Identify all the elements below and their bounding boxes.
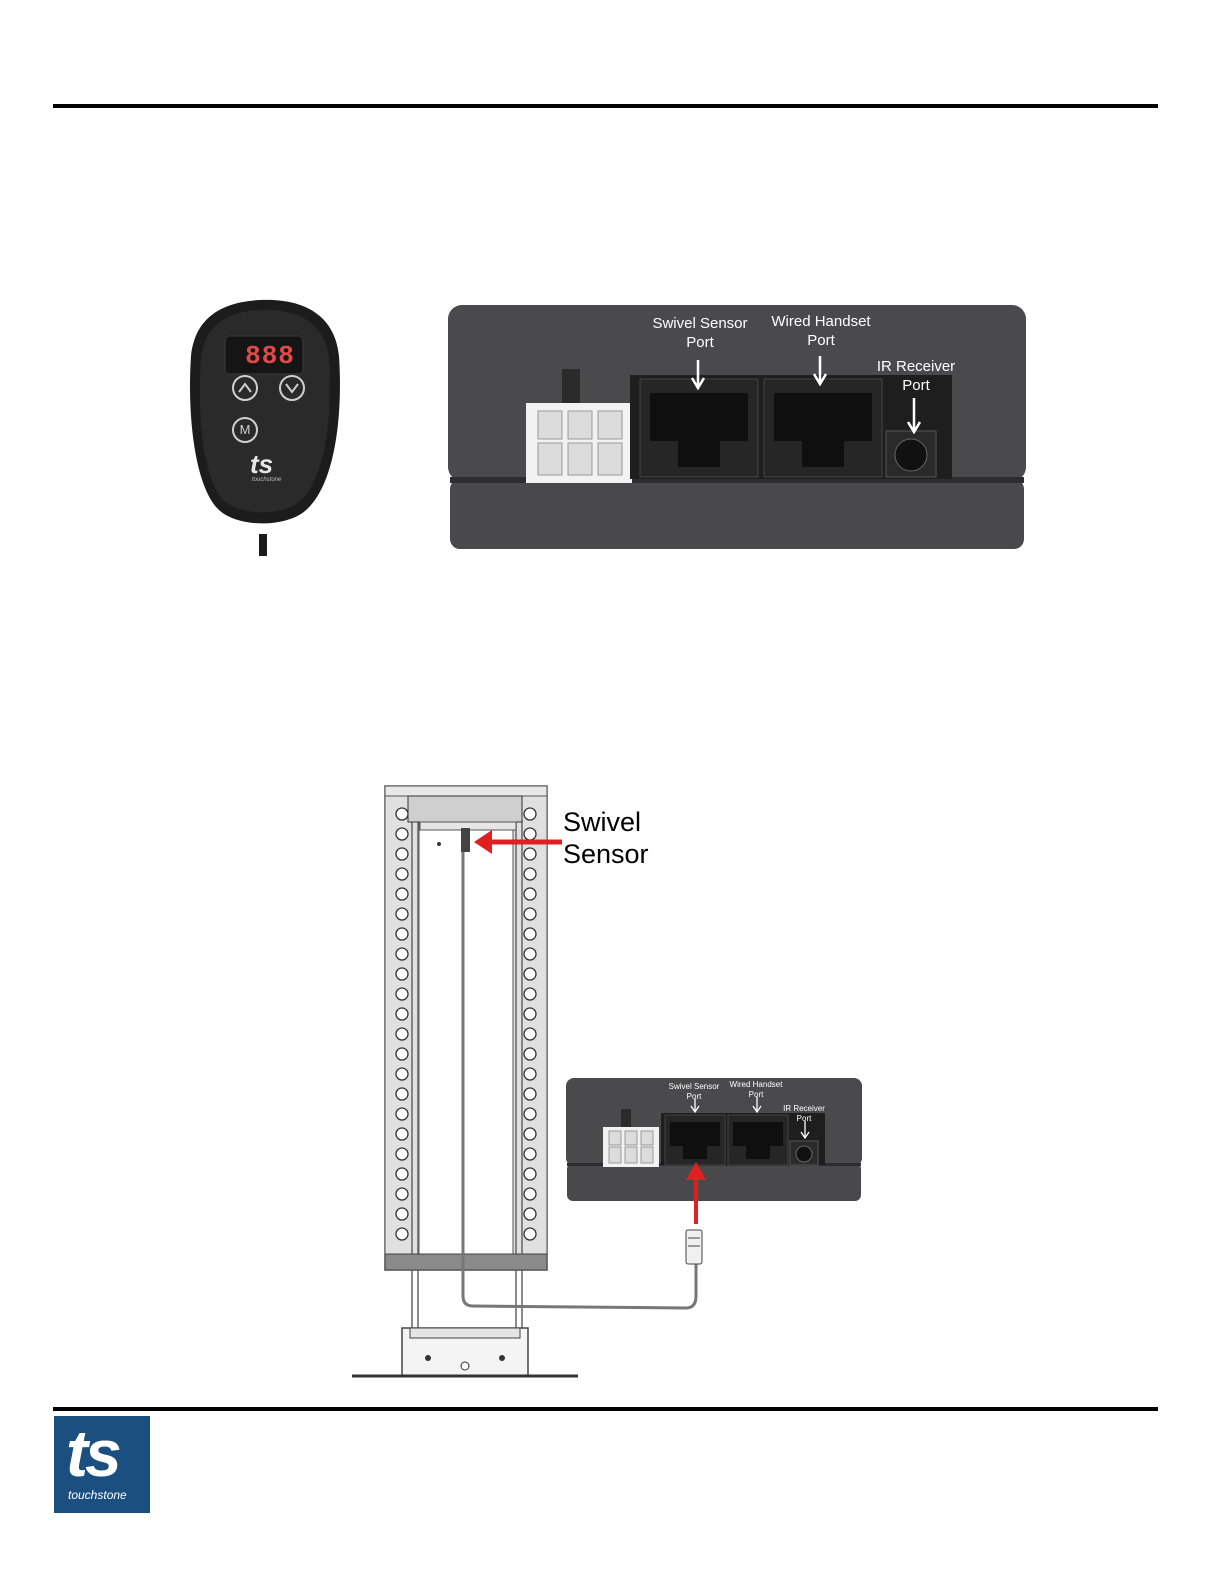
ir-receiver-port-label: IR Receiver Port: [856, 357, 976, 395]
up-button[interactable]: [232, 375, 258, 401]
top-divider: [53, 104, 1158, 108]
chevron-up-icon: [234, 377, 256, 399]
arrow-handset-port: [812, 356, 828, 386]
chevron-down-icon: [281, 377, 303, 399]
logo-mark: ts: [66, 1416, 119, 1490]
handset-brand-mark: ts: [250, 450, 273, 478]
small-swivel-sensor-port-label: Swivel Sensor Port: [664, 1082, 724, 1102]
down-button[interactable]: [279, 375, 305, 401]
arrow-ir-port: [906, 398, 922, 434]
bottom-divider: [53, 1407, 1158, 1411]
handset-brand-name: touchstone: [252, 476, 281, 484]
swivel-sensor-port-label: Swivel Sensor Port: [640, 314, 760, 352]
swivel-sensor-callout: Swivel Sensor: [563, 806, 649, 870]
arrow-swivel-port: [690, 360, 706, 390]
handset-display: 888: [236, 342, 304, 370]
small-ir-receiver-port-label: IR Receiver Port: [774, 1104, 834, 1124]
small-wired-handset-port-label: Wired Handset Port: [726, 1080, 786, 1100]
touchstone-logo: ts touchstone: [54, 1416, 150, 1513]
mode-label: M: [234, 419, 256, 441]
logo-name: touchstone: [68, 1488, 127, 1502]
mode-button[interactable]: M: [232, 417, 258, 443]
wired-handset-port-label: Wired Handset Port: [760, 312, 882, 350]
handset-image: [185, 296, 345, 556]
red-arrow-up: [686, 1160, 706, 1226]
